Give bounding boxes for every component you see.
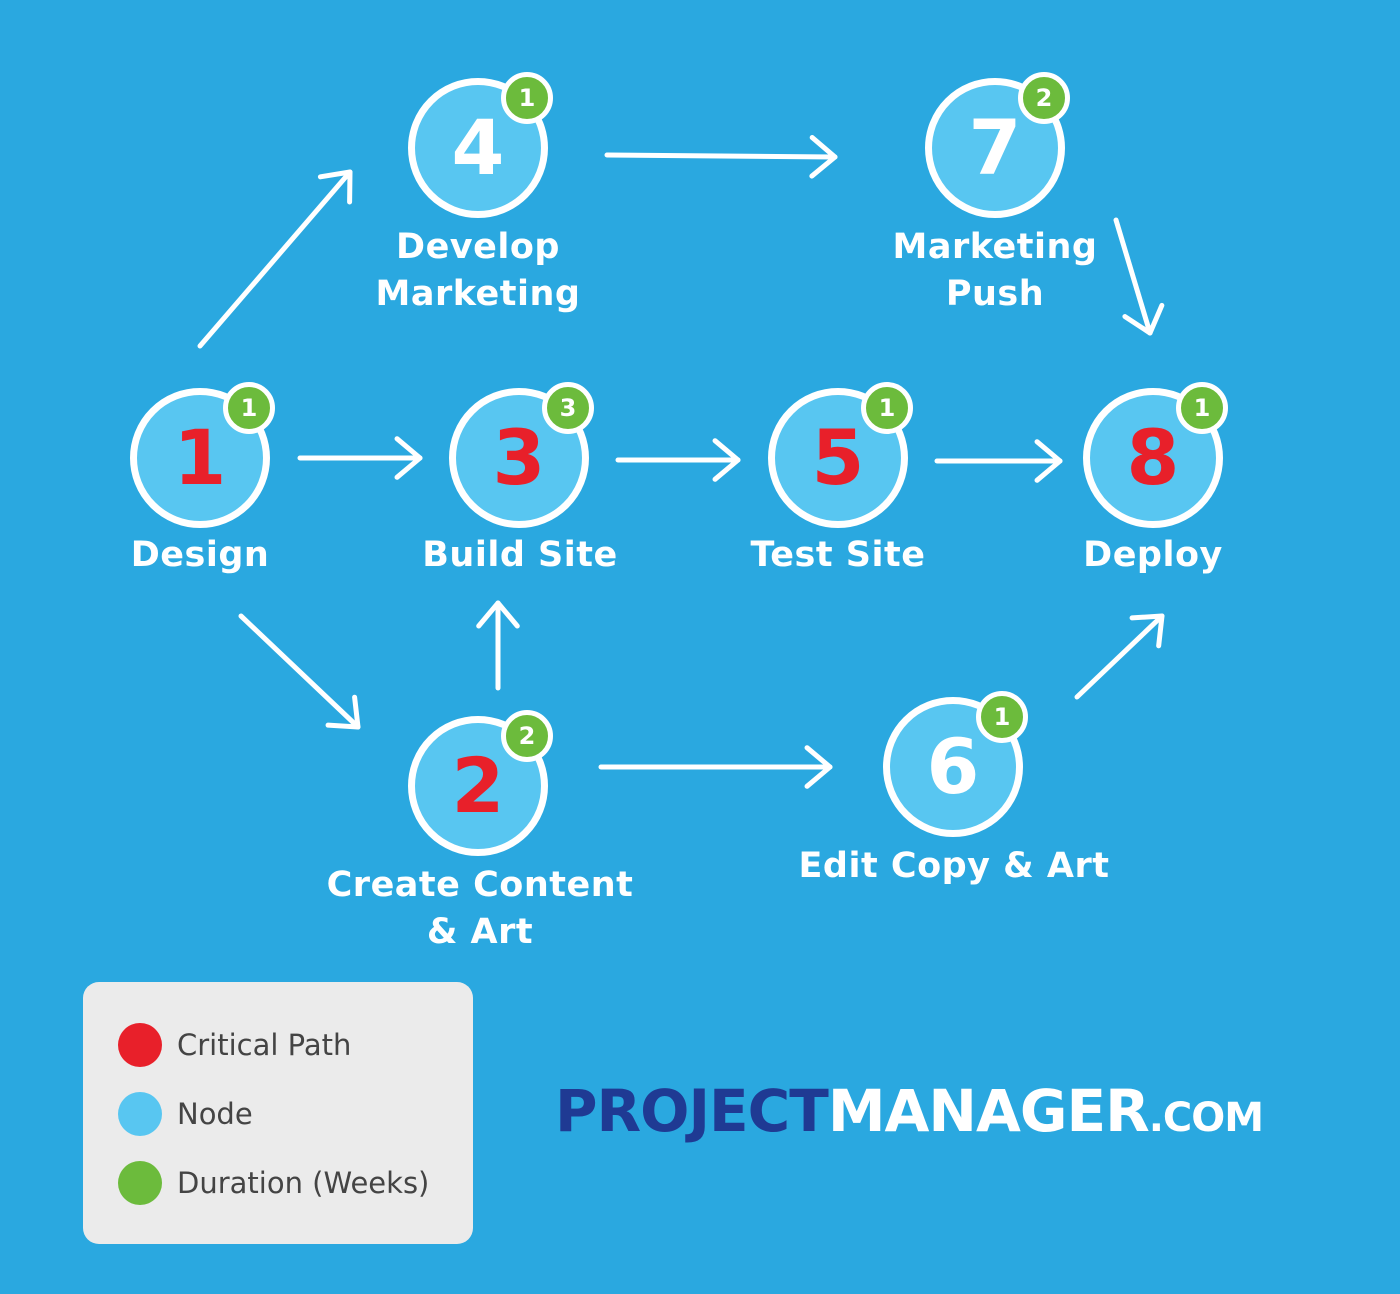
node-number: 4 <box>451 103 505 192</box>
duration-badge: 1 <box>1176 382 1228 434</box>
node-6: 6 1 <box>883 691 1028 837</box>
legend-label: Critical Path <box>177 1028 352 1062</box>
duration-badge: 1 <box>861 382 913 434</box>
legend-label: Duration (Weeks) <box>177 1166 430 1200</box>
node-label-design: Design <box>130 535 270 575</box>
node-number: 1 <box>173 413 227 502</box>
node-3: 3 3 <box>449 382 594 528</box>
node-4: 4 1 <box>408 72 553 218</box>
duration-badge: 3 <box>542 382 594 434</box>
legend-dot-blue <box>118 1092 162 1136</box>
arrow-2-to-3 <box>476 600 520 691</box>
legend-item-duration: Duration (Weeks) <box>118 1161 429 1205</box>
logo-word-manager: MANAGER <box>827 1077 1150 1145</box>
node-label-marketing-push: Marketing Push <box>892 227 1098 314</box>
projectmanager-logo: PROJECTMANAGER.COM <box>555 1082 1264 1141</box>
logo-word-project: PROJECT <box>555 1077 829 1145</box>
node-7: 7 2 <box>925 72 1070 218</box>
legend-label: Node <box>177 1097 253 1131</box>
arrow-6-to-8 <box>1074 613 1165 700</box>
legend: Critical Path Node Duration (Weeks) <box>83 982 473 1244</box>
legend-item-critical-path: Critical Path <box>118 1023 351 1067</box>
node-label-deploy: Deploy <box>1083 535 1223 575</box>
node-label-create-content: Create Content & Art <box>326 865 634 952</box>
node-5: 5 1 <box>768 382 913 528</box>
node-number: 6 <box>926 722 980 811</box>
node-label-test-site: Test Site <box>750 535 926 575</box>
node-number: 8 <box>1126 413 1180 502</box>
duration-badge: 1 <box>976 691 1028 743</box>
node-number: 2 <box>451 741 505 830</box>
arrow-3-to-5 <box>615 438 741 482</box>
node-8: 8 1 <box>1083 382 1228 528</box>
node-number: 5 <box>811 413 865 502</box>
duration-badge: 1 <box>223 382 275 434</box>
legend-dot-green <box>118 1161 162 1205</box>
node-2: 2 2 <box>408 710 553 856</box>
arrow-5-to-8 <box>934 439 1063 483</box>
node-label-develop-marketing: Develop Marketing <box>375 227 581 314</box>
legend-item-node: Node <box>118 1092 253 1136</box>
node-number: 3 <box>492 413 546 502</box>
logo-word-com: .COM <box>1148 1095 1264 1141</box>
duration-badge: 2 <box>1018 72 1070 124</box>
arrow-4-to-7 <box>604 135 838 179</box>
node-label-build-site: Build Site <box>422 535 618 575</box>
arrow-2-to-6 <box>598 745 833 789</box>
duration-badge: 1 <box>501 72 553 124</box>
node-number: 7 <box>968 103 1022 192</box>
arrow-1-to-3 <box>297 436 423 480</box>
node-label-edit-copy: Edit Copy & Art <box>798 846 1110 886</box>
node-1: 1 1 <box>130 382 275 528</box>
arrow-1-to-2 <box>238 613 361 730</box>
legend-dot-red <box>118 1023 162 1067</box>
duration-badge: 2 <box>501 710 553 762</box>
